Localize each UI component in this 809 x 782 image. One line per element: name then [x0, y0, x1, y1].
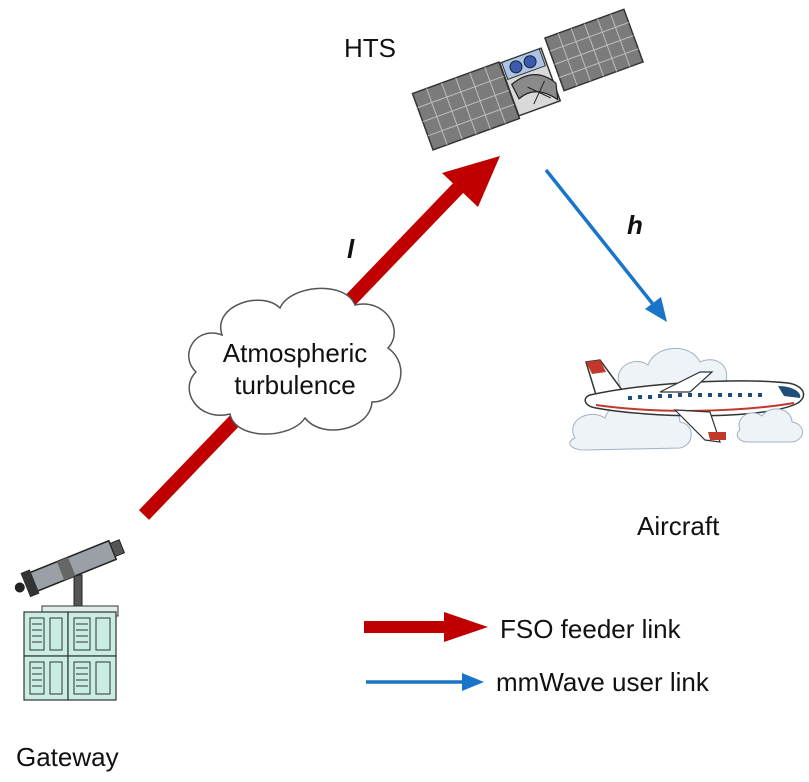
aircraft-label: Aircraft	[637, 511, 720, 541]
legend-mmwave-marker	[366, 673, 484, 691]
legend-fso-marker	[364, 612, 488, 642]
gateway-label: Gateway	[16, 742, 119, 772]
turbulence-cloud	[188, 287, 402, 435]
satellite-icon	[411, 8, 645, 151]
aircraft-icon	[569, 347, 805, 451]
satellite-label: HTS	[344, 33, 396, 63]
mmwave-user-link-arrow	[544, 168, 667, 322]
cloud-label-line1: Atmospheric	[222, 338, 368, 368]
legend-fso-label: FSO feeder link	[500, 614, 681, 644]
user-link-symbol: h	[627, 210, 643, 240]
legend-mmwave-label: mmWave user link	[496, 667, 709, 697]
cloud-label: Atmospheric turbulence	[190, 337, 400, 401]
feeder-link-symbol: l	[347, 234, 355, 264]
cloud-label-line2: turbulence	[234, 370, 356, 400]
gateway-icon	[14, 539, 126, 701]
